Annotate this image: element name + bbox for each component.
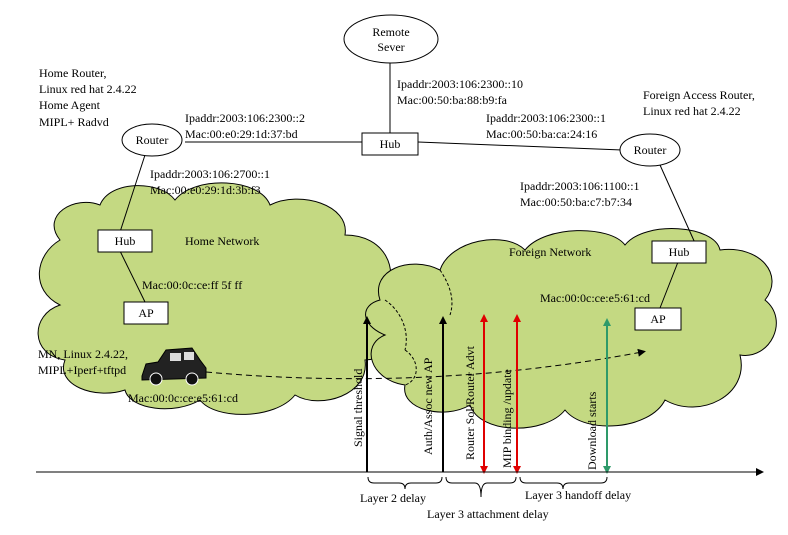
foreign-hub-label: Hub	[669, 245, 690, 259]
foreign-router: Router	[619, 133, 681, 167]
center-hub-label: Hub	[380, 137, 401, 151]
foreign-ap: AP	[634, 307, 682, 331]
mn-desc-1: MN, Linux 2.4.22,	[38, 347, 128, 361]
home-router-ip-label: Ipaddr:2003:106:2300::2	[185, 111, 305, 125]
layer3-handoff-brace	[519, 476, 608, 490]
foreign-router-hub-link	[659, 164, 696, 244]
car-icon	[141, 347, 207, 386]
remote-server: Remote Sever	[343, 14, 439, 64]
foreign-ap-label: AP	[650, 312, 666, 326]
remote-server-line2: Sever	[377, 40, 404, 54]
home-ap-mac-label: Mac:00:0c:ce:ff 5f ff	[142, 278, 242, 292]
foreign-router-desc-2: Linux red hat 2.4.22	[643, 104, 741, 118]
foreign-ap-mac-label: Mac:00:0c:ce:e5:61:cd	[540, 291, 650, 305]
server-ip-label: Ipaddr:2003:106:2300::10	[397, 77, 523, 91]
mip-binding-label: MIP binding /update	[500, 369, 514, 468]
foreign-router-desc-1: Foreign Access Router,	[643, 88, 755, 102]
home-hub-ap-link	[119, 250, 146, 303]
foreign-router-description: Foreign Access Router, Linux red hat 2.4…	[643, 88, 755, 118]
server-mac-label: Mac:00:50:ba:88:b9:fa	[397, 93, 508, 107]
remote-server-line1: Remote	[372, 25, 409, 39]
layer2-brace	[367, 476, 443, 490]
foreign-network-cloud	[365, 228, 777, 429]
home-net-ip-label: Ipaddr:2003:106:2700::1	[150, 167, 270, 181]
foreign-router-label: Router	[634, 143, 667, 157]
foreign-net-ip-label: Ipaddr:2003:106:1100::1	[520, 179, 640, 193]
home-router-label: Router	[136, 133, 169, 147]
home-router-desc-3: Home Agent	[39, 98, 101, 112]
foreign-hub-ap-link	[659, 261, 679, 309]
download-starts-label: Download starts	[585, 391, 599, 470]
wired-links	[119, 63, 696, 309]
home-network-label: Home Network	[185, 234, 259, 248]
home-router-hub-link	[119, 154, 146, 233]
home-net-mac-label: Mac:00:e0:29:1d:3b:f3	[150, 183, 261, 197]
home-router-desc-1: Home Router,	[39, 66, 107, 80]
home-hub-label: Hub	[115, 234, 136, 248]
foreign-router-ip-label: Ipaddr:2003:106:2300::1	[486, 111, 606, 125]
home-router-mac-label: Mac:00:e0:29:1d:37:bd	[185, 127, 298, 141]
layer3-attach-delay-label: Layer 3 attachment delay	[427, 507, 549, 521]
foreign-net-mac-label: Mac:00:50:ba:c7:b7:34	[520, 195, 632, 209]
router-sol-label: Router Sol/Router Advt	[463, 345, 477, 460]
home-router-desc-4: MIPL+ Radvd	[39, 115, 109, 129]
foreign-hub: Hub	[651, 240, 707, 264]
home-router: Router	[121, 123, 183, 157]
home-router-description: Home Router, Linux red hat 2.4.22 Home A…	[39, 66, 137, 129]
movement-path	[205, 348, 646, 380]
auth-assoc-label: Auth/Assoc new AP	[421, 357, 435, 455]
home-router-desc-2: Linux red hat 2.4.22	[39, 82, 137, 96]
mn-desc-2: MIPL+Iperf+tftpd	[38, 363, 126, 377]
signal-threshold-label: Signal threshold	[351, 369, 365, 447]
hub-foreign-router-link	[417, 141, 623, 151]
layer2-delay-label: Layer 2 delay	[360, 491, 426, 505]
foreign-router-mac-label: Mac:00:50:ba:ca:24:16	[486, 127, 597, 141]
home-network-cloud	[37, 182, 399, 415]
center-hub: Hub	[361, 132, 419, 156]
home-hub: Hub	[97, 229, 153, 253]
mn-mac-label: Mac:00:0c:ce:e5:61:cd	[128, 391, 238, 405]
home-ap-label: AP	[138, 306, 154, 320]
layer3-attach-brace	[445, 476, 517, 498]
layer3-handoff-delay-label: Layer 3 handoff delay	[525, 488, 631, 502]
home-ap: AP	[123, 301, 169, 325]
foreign-network-label: Foreign Network	[509, 245, 591, 259]
